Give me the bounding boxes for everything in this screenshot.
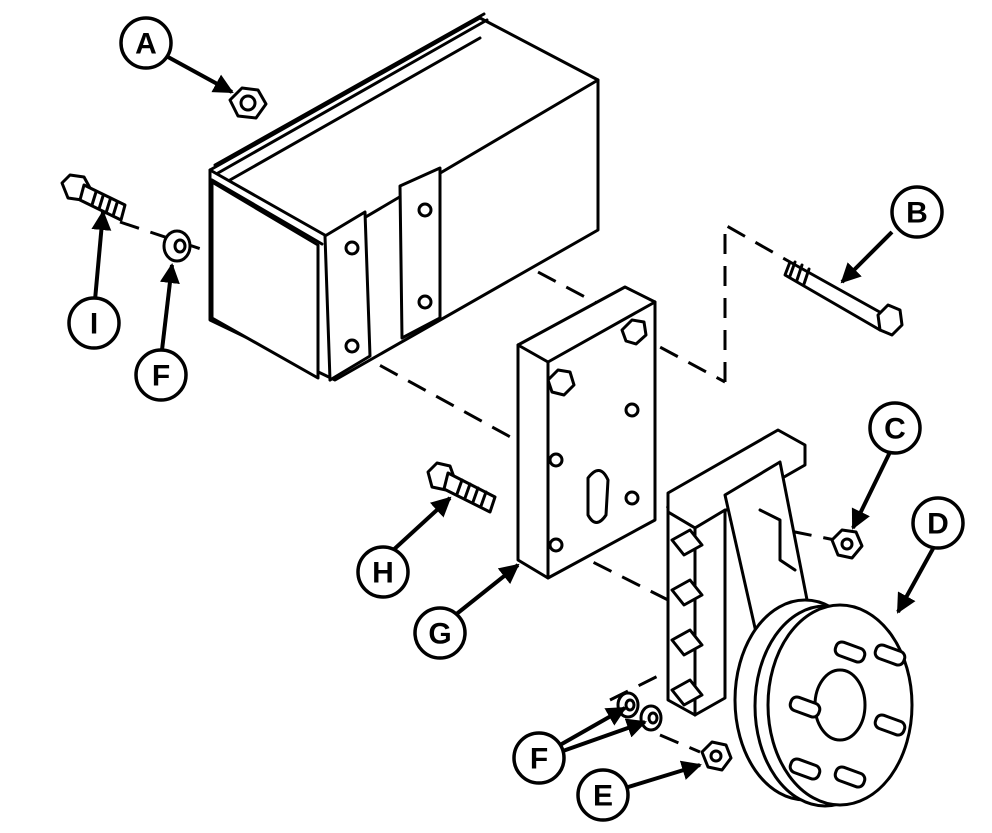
- bolt-b: [783, 260, 904, 337]
- callout-f-bottom: F: [512, 731, 566, 785]
- callout-f-left: F: [134, 348, 188, 402]
- box-housing: [208, 12, 600, 382]
- callout-a: A: [119, 16, 173, 70]
- leader-lines: [91, 55, 937, 790]
- washers-f-bottom: [616, 691, 663, 732]
- callout-b: B: [890, 185, 944, 239]
- bolt-i: [60, 173, 127, 222]
- callout-b-label: B: [906, 197, 928, 230]
- hub-studs: [788, 640, 907, 789]
- callout-f-left-label: F: [152, 360, 170, 393]
- callout-h: H: [356, 545, 410, 599]
- nut-a: [228, 86, 268, 120]
- bolt-h: [426, 461, 497, 514]
- callout-g-label: G: [428, 618, 451, 651]
- hub-d: [733, 598, 914, 808]
- callout-a-label: A: [135, 28, 157, 61]
- callout-c-label: C: [884, 413, 906, 446]
- nut-c: [830, 528, 864, 560]
- callout-g: G: [413, 606, 467, 660]
- plate-g: [516, 285, 657, 580]
- callout-e: E: [576, 768, 630, 822]
- callout-i: I: [67, 296, 121, 350]
- callout-e-label: E: [593, 780, 613, 813]
- nut-e: [700, 740, 733, 772]
- callout-c: C: [868, 401, 922, 455]
- callout-i-label: I: [90, 308, 98, 341]
- callout-h-label: H: [372, 557, 394, 590]
- callout-d-label: D: [927, 508, 949, 541]
- callout-f-bottom-label: F: [530, 743, 548, 776]
- callout-d: D: [911, 496, 965, 550]
- washer-f-left: [162, 229, 192, 263]
